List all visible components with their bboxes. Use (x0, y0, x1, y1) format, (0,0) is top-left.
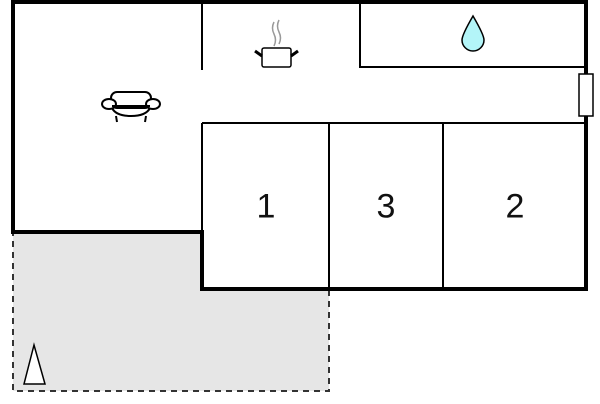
door-icon (578, 73, 594, 117)
bedroom-3-label: 3 (376, 187, 396, 226)
water-drop-icon (461, 14, 485, 52)
outer-wall (11, 0, 588, 291)
tent-icon (23, 342, 46, 385)
terrace-area (12, 231, 330, 392)
cooking-pot-icon (254, 19, 299, 68)
armchair-icon (101, 91, 161, 123)
wall-bathroom (359, 2, 586, 68)
bedroom-1-label: 1 (256, 187, 276, 226)
bedroom-2-label: 2 (505, 187, 525, 226)
